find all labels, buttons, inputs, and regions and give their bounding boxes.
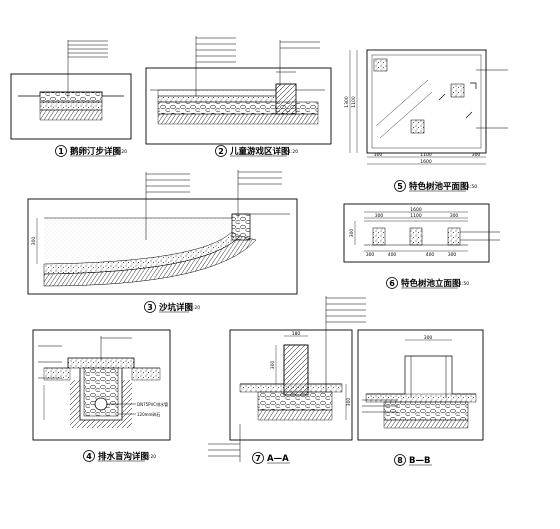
- note-gravel: 120mm碎石: [137, 411, 160, 417]
- caption-title: A—A: [267, 454, 289, 464]
- detail-8-caption: 8 B—B: [394, 454, 432, 466]
- dim-label: 1100: [410, 213, 422, 219]
- caption-number: 3: [147, 303, 153, 312]
- detail-2-caption: 2 儿童游戏区详图 1:20: [215, 145, 298, 157]
- detail-5-tree-pit-plan: 300 1100 300 1600 1100 1300 5 特色树池平面图 1:…: [344, 49, 508, 192]
- circled-number-icon: [55, 145, 67, 157]
- caption-title: 儿童游戏区详图: [229, 146, 290, 157]
- detail-2-play-area: 2 儿童游戏区详图 1:20: [145, 36, 332, 157]
- detail-4-caption: 4 排水盲沟详图 1:20: [83, 450, 156, 462]
- dim-chain-left: 1100 1300: [344, 50, 358, 153]
- dim-label: 400: [388, 252, 397, 258]
- dim-chain-bottom: 300 400 400 300: [364, 250, 468, 258]
- caption-scale: 1:20: [288, 149, 298, 155]
- caption-scale: 1:50: [459, 281, 469, 287]
- detail-8-section-b: 300 8 B—B: [357, 329, 484, 466]
- caption-number: 1: [58, 147, 64, 156]
- caption-number: 2: [218, 147, 224, 156]
- circled-number-icon: [144, 301, 156, 313]
- caption-scale: 1:20: [190, 305, 200, 311]
- dim-label: 180: [292, 331, 301, 337]
- detail-7-section-a: 180 300 300 7 A—A: [208, 296, 366, 464]
- detail-5-caption: 5 特色树池平面图 1:50: [394, 180, 477, 192]
- dim-label: 300: [31, 237, 37, 246]
- dim-label: 1600: [420, 159, 432, 165]
- dim-label: 300: [424, 335, 433, 341]
- caption-title: 排水盲沟详图: [98, 451, 149, 462]
- circled-number-icon: [394, 454, 406, 466]
- caption-title: 鹅卵汀步详图: [70, 146, 121, 157]
- leader-note-stack: [68, 40, 108, 58]
- dim-label: 300: [450, 213, 459, 219]
- detail-1-caption: 1 鹅卵汀步详图 1:20: [55, 145, 127, 157]
- detail-3-caption: 3 沙坑详图 1:20: [144, 301, 200, 313]
- dim-chain-top: 1600 300 1100 300: [364, 207, 468, 219]
- detail-6-caption: 6 特色树池立面图 1:50: [386, 277, 469, 289]
- dim-label: 300: [374, 152, 383, 158]
- dim-label: 1100: [420, 152, 432, 158]
- caption-number: 6: [389, 279, 395, 288]
- detail-6-tree-pit-elevation: 1600 300 1100 300 300 400 400 300 300 6 …: [343, 203, 500, 289]
- circled-number-icon: [215, 145, 227, 157]
- dim-label: 400: [426, 252, 435, 258]
- circled-number-icon: [252, 452, 264, 464]
- dim-label: 300: [472, 152, 481, 158]
- caption-number: 8: [397, 456, 403, 465]
- dim-chain-bottom: 300 1100 300 1600: [367, 152, 486, 165]
- caption-scale: 1:50: [467, 184, 477, 190]
- caption-title: B—B: [409, 456, 430, 466]
- caption-number: 7: [255, 454, 261, 463]
- circled-number-icon: [83, 450, 95, 462]
- caption-title: 沙坑详图: [159, 302, 193, 313]
- detail-7-caption: 7 A—A: [252, 452, 290, 464]
- dim-label: 300: [448, 252, 457, 258]
- dim-label: 300: [349, 229, 355, 238]
- dim-label: 1300: [344, 96, 350, 108]
- dim-label: 1600: [410, 207, 422, 213]
- detail-4-drainage-ditch: DN75PVC排水管 120mm碎石 4 排水盲沟详图 1:20: [32, 329, 171, 462]
- dim-label: 1100: [351, 96, 357, 108]
- note-drain-pipe: DN75PVC排水管: [137, 401, 168, 407]
- caption-number: 5: [397, 182, 403, 191]
- dim-label: 300: [375, 213, 384, 219]
- caption-scale: 1:20: [117, 149, 127, 155]
- circled-number-icon: [394, 180, 406, 192]
- caption-scale: 1:20: [146, 454, 156, 460]
- detail-3-sandpit: 300 3 沙坑详图 1:20: [27, 170, 298, 313]
- caption-number: 4: [86, 452, 92, 461]
- dim-label: 300: [270, 361, 276, 370]
- dim-label: 300: [366, 252, 375, 258]
- detail-1-stepping-stones: 1 鹅卵汀步详图 1:20: [10, 40, 132, 157]
- caption-title: 特色树池立面图: [401, 278, 461, 289]
- caption-title: 特色树池平面图: [409, 181, 469, 192]
- dim-label: 300: [346, 398, 352, 407]
- circled-number-icon: [386, 277, 398, 289]
